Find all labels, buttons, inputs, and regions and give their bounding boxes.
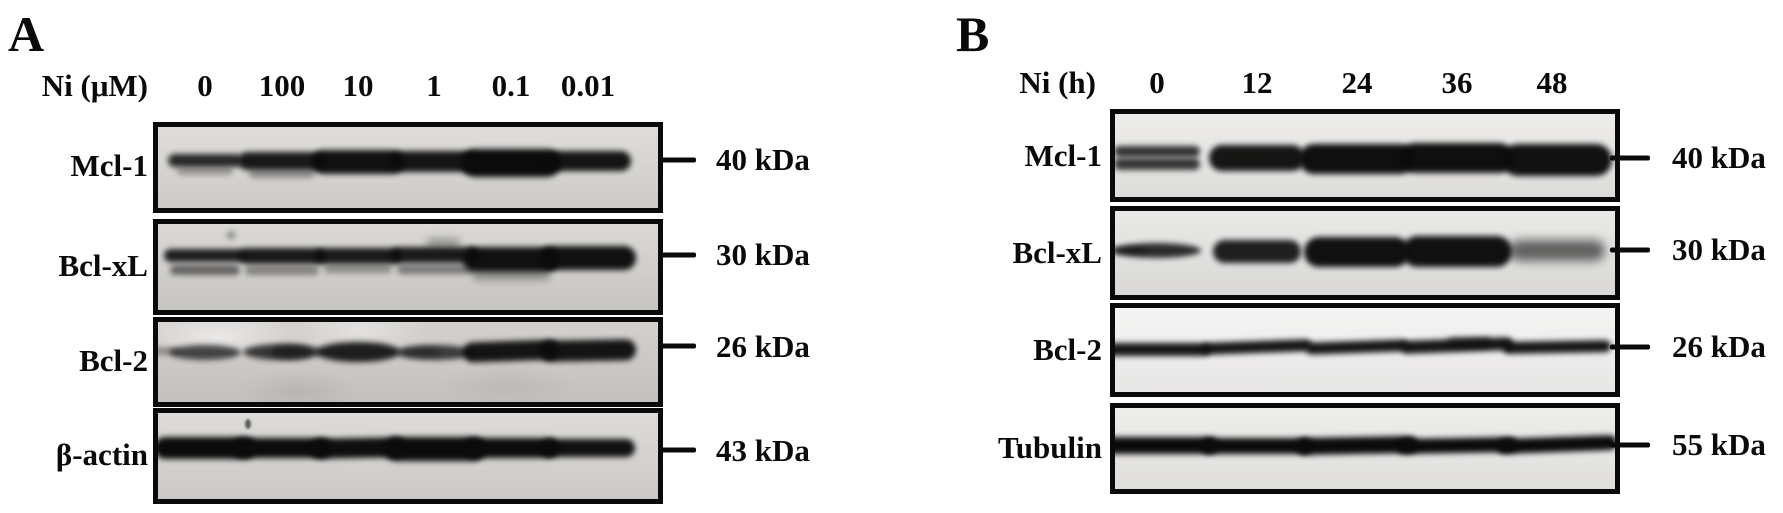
marker-tick (1610, 247, 1650, 253)
panel-a-letter: A (8, 6, 46, 62)
protein-band (1402, 235, 1512, 267)
protein-band (1304, 237, 1410, 267)
blot-film (1110, 206, 1620, 300)
lane-label: 12 (1241, 65, 1273, 100)
marker-tick (1610, 442, 1650, 448)
protein-label: Tubulin (997, 430, 1102, 465)
molecular-weight-label: 43 kDa (716, 433, 810, 468)
molecular-weight-label: 30 kDa (1672, 232, 1766, 267)
marker-tick (1610, 344, 1650, 350)
protein-band (1115, 242, 1201, 258)
protein-label: Mcl-1 (70, 148, 148, 183)
protein-band (540, 439, 635, 457)
lane-label: 48 (1536, 65, 1568, 100)
blot-film (153, 122, 663, 213)
blot-film (1110, 403, 1620, 494)
panel-b-letter: B (956, 6, 991, 62)
protein-band (238, 248, 325, 264)
molecular-weight-label: 26 kDa (1672, 329, 1766, 364)
protein-band (244, 419, 251, 429)
lane-label: 36 (1441, 65, 1473, 100)
protein-band (1115, 158, 1200, 170)
protein-band (244, 265, 319, 275)
protein-band (395, 344, 474, 360)
protein-band (270, 345, 313, 359)
protein-band (1509, 239, 1605, 261)
protein-band (1502, 144, 1612, 176)
molecular-weight-label: 30 kDa (716, 237, 810, 272)
protein-band (389, 150, 480, 172)
protein-label: Mcl-1 (1024, 138, 1102, 173)
protein-label: Bcl-xL (1012, 235, 1102, 270)
protein-band (1213, 239, 1301, 263)
protein-band (1115, 436, 1218, 454)
protein-band (1299, 144, 1415, 174)
protein-band (312, 150, 404, 174)
molecular-weight-label: 40 kDa (1672, 140, 1766, 175)
protein-label: β-actin (55, 437, 148, 472)
lane-label: 1 (426, 68, 442, 103)
protein-label: Bcl-2 (79, 343, 148, 378)
marker-tick (660, 447, 696, 453)
lane-label: 0 (1149, 65, 1165, 100)
blot-film (153, 317, 663, 407)
protein-label: Bcl-xL (58, 248, 148, 283)
protein-band (1305, 339, 1409, 355)
protein-band (544, 151, 631, 171)
molecular-weight-label: 26 kDa (716, 329, 810, 364)
protein-band (158, 437, 256, 459)
protein-band (400, 347, 441, 357)
protein-band (315, 248, 401, 264)
protein-band (539, 246, 636, 270)
protein-label: Bcl-2 (1033, 332, 1102, 367)
protein-band (1115, 246, 1148, 254)
protein-band (1447, 337, 1491, 347)
marker-tick (660, 343, 696, 349)
blot-film (153, 219, 663, 315)
lane-label: 0.1 (491, 68, 531, 103)
protein-band (396, 264, 473, 274)
lane-label: 0.01 (560, 68, 616, 103)
lane-label: 100 (258, 68, 306, 103)
protein-band (1496, 434, 1615, 454)
protein-band (168, 153, 242, 167)
protein-band (1400, 143, 1514, 173)
panel-a-condition-label: Ni (μM) (41, 68, 148, 103)
protein-band (169, 344, 241, 360)
blot-film (153, 408, 663, 504)
protein-band (1502, 340, 1612, 354)
protein-band (158, 347, 180, 355)
protein-band (1201, 438, 1313, 454)
protein-band (177, 167, 233, 175)
blot-film (1110, 303, 1620, 397)
molecular-weight-label: 40 kDa (716, 142, 810, 177)
protein-band (164, 248, 246, 262)
protein-band (390, 247, 479, 263)
protein-band (170, 265, 240, 275)
protein-band (231, 438, 332, 458)
protein-band (1115, 145, 1200, 157)
lane-label: 0 (197, 68, 213, 103)
marker-tick (1610, 155, 1650, 161)
protein-band (237, 152, 326, 170)
protein-band (1209, 145, 1305, 171)
lane-label: 24 (1341, 65, 1373, 100)
blot-film (1110, 109, 1620, 202)
marker-tick (660, 157, 696, 163)
lane-label: 10 (342, 68, 374, 103)
protein-band (1115, 342, 1210, 356)
protein-band (324, 265, 392, 273)
marker-tick (660, 252, 696, 258)
protein-band (425, 238, 460, 248)
protein-band (227, 231, 235, 239)
protein-band (463, 438, 559, 458)
protein-band (472, 270, 550, 280)
protein-band (461, 149, 561, 177)
protein-band (1201, 339, 1313, 355)
panel-b-condition-label: Ni (h) (1019, 65, 1096, 100)
protein-band (248, 168, 315, 178)
protein-band (539, 338, 636, 362)
protein-band (316, 342, 400, 362)
molecular-weight-label: 55 kDa (1672, 427, 1766, 462)
